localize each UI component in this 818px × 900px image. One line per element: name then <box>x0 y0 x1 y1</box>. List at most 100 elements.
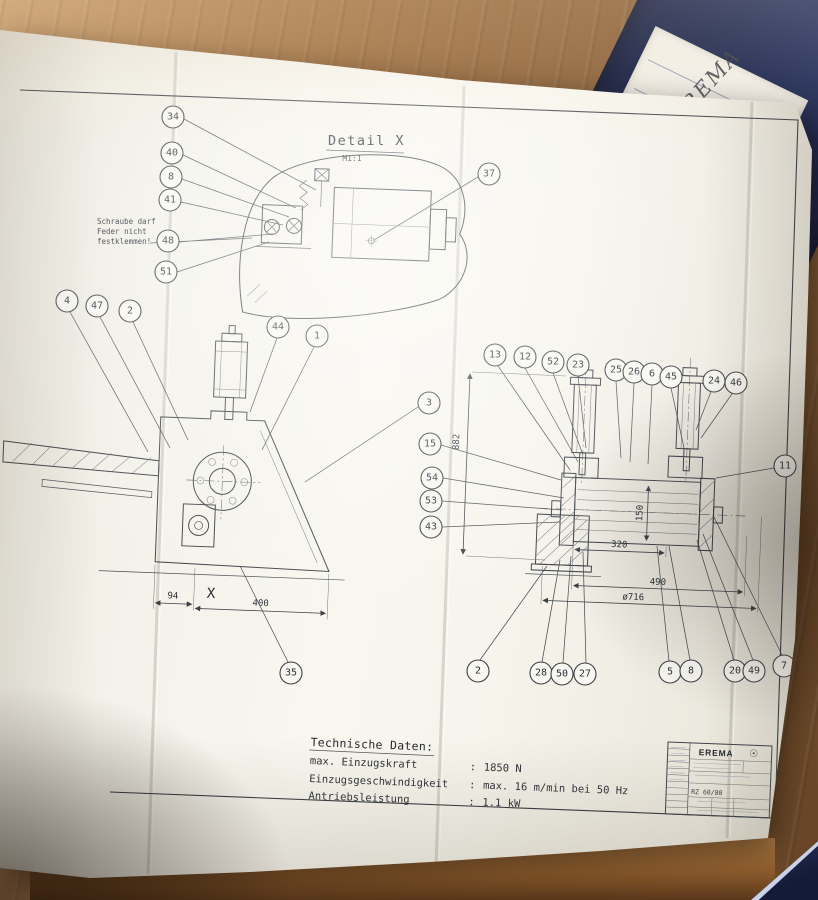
svg-text:2: 2 <box>475 666 481 677</box>
title-block-brand: EREMA <box>699 747 734 758</box>
svg-text:43: 43 <box>425 522 437 533</box>
svg-text:25: 25 <box>610 365 622 376</box>
svg-text:35: 35 <box>285 668 297 679</box>
callout-52: 52 <box>541 350 565 374</box>
callout-4: 4 <box>55 289 79 313</box>
svg-text:8: 8 <box>688 666 694 677</box>
dim-400: 400 <box>252 599 269 610</box>
detail-note: Schraube darf Feder nicht festklemmen! <box>97 217 156 246</box>
svg-text:8: 8 <box>168 172 174 183</box>
svg-text:24: 24 <box>708 376 720 387</box>
svg-text:Einzugsgeschwindigkeit: Einzugsgeschwindigkeit <box>309 773 448 790</box>
callout-40: 40 <box>160 141 184 165</box>
svg-text:7: 7 <box>781 661 787 672</box>
callout-6: 6 <box>640 362 664 386</box>
svg-text:max. Einzugskraft: max. Einzugskraft <box>310 755 418 771</box>
callout-43: 43 <box>419 515 443 539</box>
svg-text:41: 41 <box>164 195 176 206</box>
svg-text:6: 6 <box>649 369 655 380</box>
callout-27: 27 <box>573 662 597 686</box>
svg-text:28: 28 <box>535 668 547 679</box>
svg-text:15: 15 <box>424 439 436 450</box>
svg-text:27: 27 <box>579 669 591 680</box>
detail-scale: M1:1 <box>342 154 361 163</box>
callout-41: 41 <box>158 188 182 212</box>
svg-text:54: 54 <box>426 473 438 484</box>
svg-text:12: 12 <box>519 352 531 363</box>
svg-text:34: 34 <box>167 112 179 123</box>
svg-text:48: 48 <box>162 236 174 247</box>
dim-150: 150 <box>635 505 646 522</box>
dim-882-group: 882 <box>452 371 567 561</box>
detail-title: Detail X <box>328 133 405 149</box>
callout-45: 45 <box>659 365 683 389</box>
dim-882: 882 <box>452 434 463 451</box>
detail-x-view <box>239 154 468 319</box>
svg-text:44: 44 <box>272 322 284 333</box>
svg-text:1.1 kW: 1.1 kW <box>482 797 521 810</box>
dim-490: 490 <box>650 577 667 588</box>
svg-text:max. 16 m/min bei 50 Hz: max. 16 m/min bei 50 Hz <box>483 780 629 798</box>
dim-94: 94 <box>167 591 178 601</box>
svg-text:52: 52 <box>547 357 559 368</box>
svg-text::: : <box>469 779 476 791</box>
svg-text:1850 N: 1850 N <box>484 762 522 775</box>
callout-54: 54 <box>420 466 444 490</box>
callout-49: 49 <box>742 659 766 683</box>
svg-text:40: 40 <box>166 148 178 159</box>
svg-text:festklemmen!: festklemmen! <box>97 237 151 246</box>
callout-28: 28 <box>529 661 553 685</box>
svg-text:51: 51 <box>160 267 172 278</box>
svg-text:5: 5 <box>667 667 673 678</box>
callout-53: 53 <box>419 489 443 513</box>
svg-text:4: 4 <box>64 296 70 307</box>
tech-data-block: Technische Daten: max. Einzugskraft : 18… <box>308 735 629 810</box>
svg-text:3: 3 <box>426 398 432 409</box>
svg-text:11: 11 <box>779 461 791 472</box>
svg-text:2: 2 <box>127 306 133 317</box>
svg-text:49: 49 <box>748 666 760 677</box>
callout-11: 11 <box>773 454 797 478</box>
callout-3: 3 <box>417 391 441 415</box>
callout-12: 12 <box>513 345 537 369</box>
callout-23: 23 <box>566 353 590 377</box>
svg-text:Feder nicht: Feder nicht <box>97 227 147 236</box>
callout-47: 47 <box>85 294 109 318</box>
callout-48: 48 <box>156 229 180 253</box>
callout-51: 51 <box>154 260 178 284</box>
title-block: EREMA RZ 60/80 <box>664 741 773 819</box>
svg-text:47: 47 <box>91 301 103 312</box>
callout-44: 44 <box>266 315 290 339</box>
svg-text:13: 13 <box>489 350 501 361</box>
callout-50: 50 <box>550 662 574 686</box>
dim-320: 320 <box>611 540 628 551</box>
callout-8-detail: 8 <box>159 165 183 189</box>
callout-46: 46 <box>724 371 748 395</box>
svg-text:Antriebsleistung: Antriebsleistung <box>308 790 410 806</box>
detail-title-underline <box>325 149 405 154</box>
callout-7: 7 <box>772 654 796 678</box>
dim-716: ø716 <box>622 592 644 603</box>
svg-text:1: 1 <box>314 331 320 342</box>
callout-8-bottom: 8 <box>679 659 703 683</box>
svg-text:53: 53 <box>425 496 437 507</box>
svg-text::: : <box>470 761 477 773</box>
callout-2-left: 2 <box>118 299 142 323</box>
callout-2-bottom: 2 <box>466 659 490 683</box>
fold-creases <box>146 51 756 875</box>
callout-35: 35 <box>279 661 303 685</box>
callout-37: 37 <box>477 162 501 186</box>
svg-text::: : <box>468 796 475 808</box>
sheet-border-frame <box>19 89 799 819</box>
svg-text:Schraube darf: Schraube darf <box>97 217 156 226</box>
svg-text:45: 45 <box>665 372 677 383</box>
svg-text:50: 50 <box>556 669 568 680</box>
svg-text:46: 46 <box>730 378 742 389</box>
svg-text:37: 37 <box>483 169 495 180</box>
callout-15: 15 <box>418 432 442 456</box>
svg-text:23: 23 <box>572 360 584 371</box>
